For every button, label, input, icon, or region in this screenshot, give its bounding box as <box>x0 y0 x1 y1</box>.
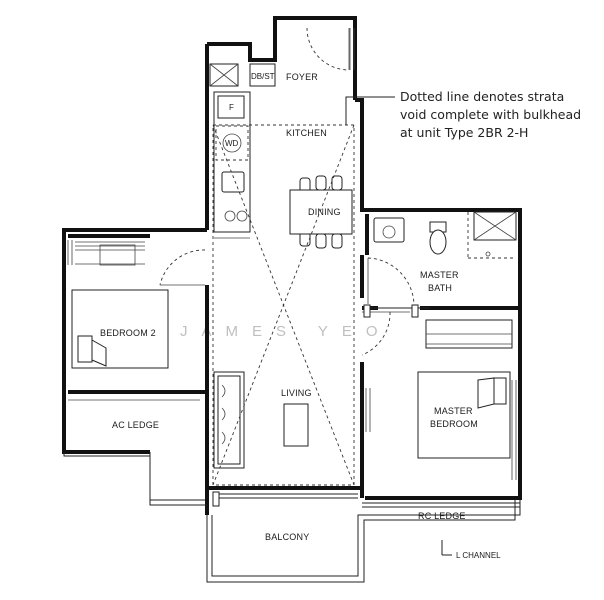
label-washer-dryer: WD <box>225 139 239 148</box>
label-master-bath-1: MASTER <box>420 270 459 280</box>
label-master-bedroom-1: MASTER <box>434 406 473 416</box>
ledge-outlines <box>63 399 521 583</box>
label-db-st: DB/ST <box>251 72 275 81</box>
label-l-channel: L CHANNEL <box>456 551 501 560</box>
label-master-bath-2: BATH <box>428 283 452 293</box>
label-ac-ledge: AC LEDGE <box>112 420 159 430</box>
label-fridge: F <box>229 103 234 112</box>
label-balcony: BALCONY <box>265 532 309 542</box>
note-leader <box>345 96 452 556</box>
dining-set <box>289 175 353 249</box>
label-kitchen: KITCHEN <box>286 128 327 138</box>
master-bath-fittings <box>373 212 516 259</box>
label-rc-ledge: RC LEDGE <box>418 511 466 521</box>
label-foyer: FOYER <box>286 72 318 82</box>
label-master-bedroom-2: BEDROOM <box>430 419 478 429</box>
master-bed <box>365 319 513 459</box>
watermark: JAMES YEO <box>180 323 392 340</box>
label-living: LIVING <box>281 388 312 398</box>
windows <box>67 28 517 480</box>
note-line-2: void complete with bulkhead <box>400 107 581 122</box>
note-line-3: at unit Type 2BR 2-H <box>400 125 528 140</box>
strata-void-lines <box>212 124 355 486</box>
label-bedroom2: BEDROOM 2 <box>100 328 156 338</box>
bedroom2-bed <box>71 289 169 369</box>
living-furniture <box>213 371 309 469</box>
kitchen-fittings <box>213 91 251 239</box>
service-boxes <box>209 63 517 507</box>
label-dining: DINING <box>308 207 341 217</box>
doors <box>159 27 430 356</box>
note-line-1: Dotted line denotes strata <box>400 89 564 104</box>
